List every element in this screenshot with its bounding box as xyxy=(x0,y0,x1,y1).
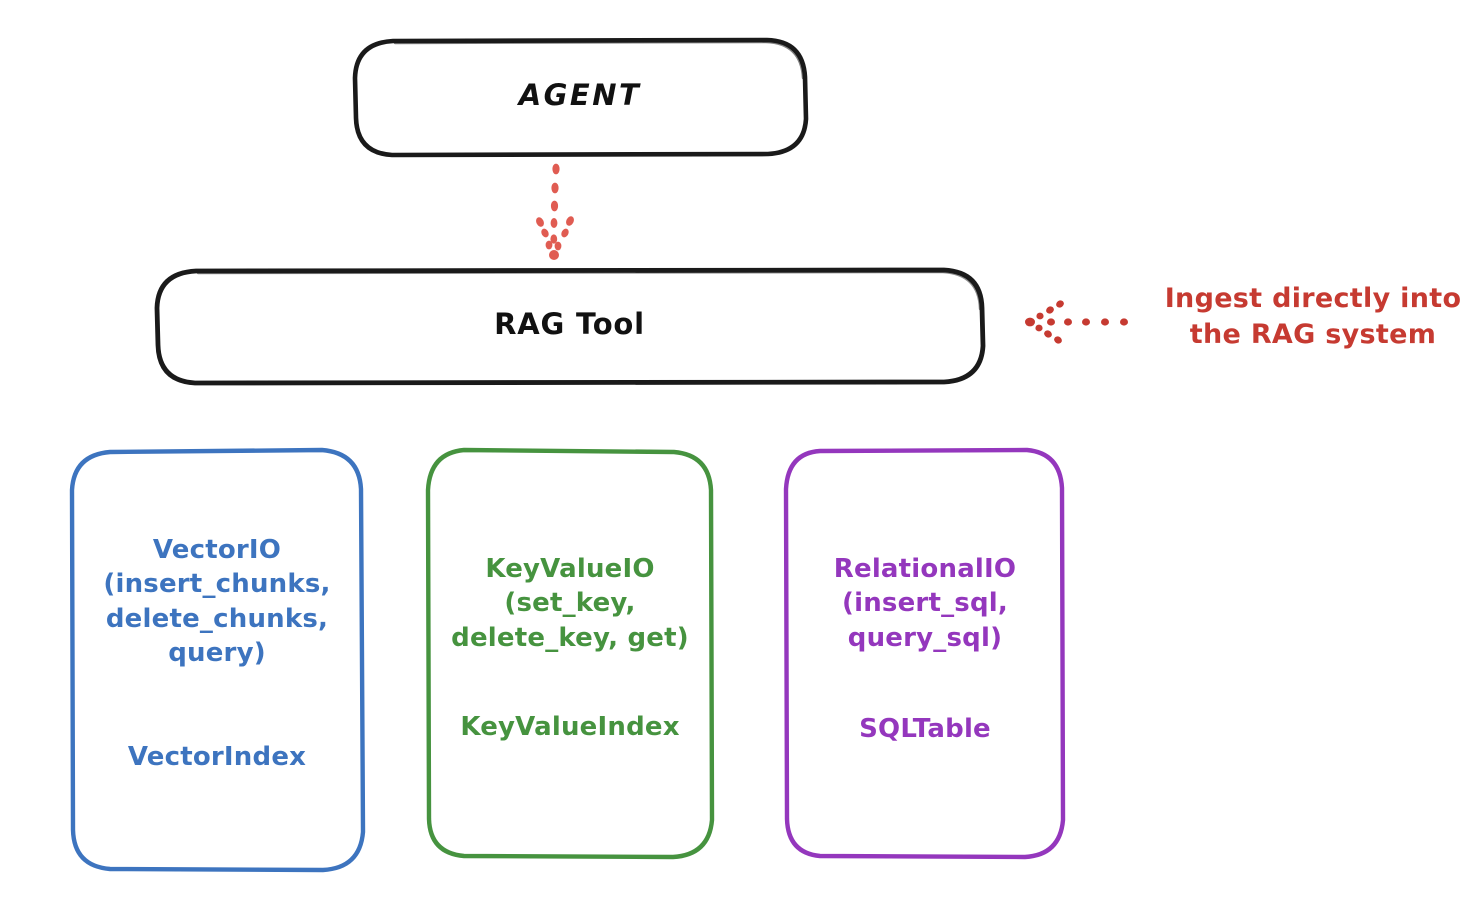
relational-io-title: RelationalIO (insert_sql, query_sql) xyxy=(833,554,1017,653)
agent-to-rag-arrow xyxy=(536,163,574,260)
ingest-annotation-arrow xyxy=(1025,300,1128,344)
agent-box-outline xyxy=(352,37,809,158)
vector-io-title: VectorIO (insert_chunks, delete_chunks, … xyxy=(103,535,331,668)
key-value-io-node[interactable] xyxy=(425,447,715,860)
rag-tool-box-sketch-overlay xyxy=(196,270,982,311)
vector-io-box-outline xyxy=(69,447,366,873)
agent-box-sketch-overlay xyxy=(393,40,805,80)
relational-io-node[interactable] xyxy=(783,447,1066,860)
relational-io-box-outline xyxy=(783,447,1066,860)
vector-io-node[interactable] xyxy=(69,447,366,873)
vector-io-subtitle: VectorIndex xyxy=(127,742,307,772)
key-value-io-subtitle: KeyValueIndex xyxy=(460,712,680,742)
ingest-annotation-label: Ingest directly into the RAG system xyxy=(1164,283,1462,351)
agent-node[interactable] xyxy=(352,37,809,158)
key-value-io-box-outline xyxy=(425,447,715,860)
key-value-io-title: KeyValueIO (set_key, delete_key, get) xyxy=(451,554,689,653)
rag-tool-node[interactable] xyxy=(154,267,986,386)
rag-tool-box-outline xyxy=(154,267,986,386)
relational-io-subtitle: SQLTable xyxy=(859,714,991,744)
